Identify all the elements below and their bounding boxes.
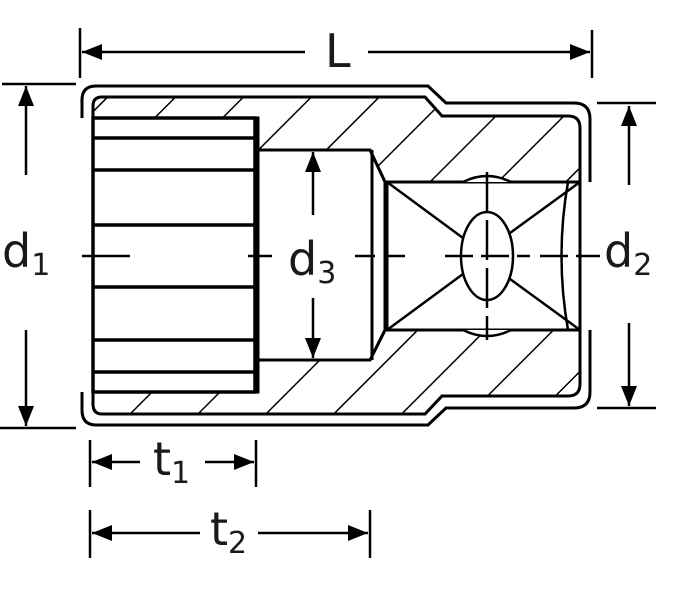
label-d1-main: d [2,224,32,278]
twelve-point-bore [91,116,257,394]
label-t1-main: t [153,432,172,486]
label-d3-sub: 3 [317,256,337,291]
socket-body [80,84,592,427]
dimension-t2 [88,510,372,558]
dimension-d2 [597,101,656,410]
label-d2: d2 [602,228,655,283]
label-t1-sub: 1 [171,456,191,491]
label-d3: d3 [286,236,339,291]
label-t2-main: t [210,502,229,556]
label-d2-sub: 2 [633,248,653,283]
center-lines [82,172,600,340]
dimension-d1 [0,82,76,430]
dimension-L [78,28,594,78]
label-d1-sub: 1 [31,248,51,283]
label-d1: d1 [2,228,50,281]
label-d3-main: d [288,232,318,286]
label-L-text: L [325,24,351,78]
label-t2: t2 [210,506,247,559]
label-d2-main: d [604,224,634,278]
dimension-t1 [88,440,258,487]
label-L: L [325,28,351,74]
label-t1: t1 [153,436,190,489]
label-t2-sub: 2 [228,526,248,561]
